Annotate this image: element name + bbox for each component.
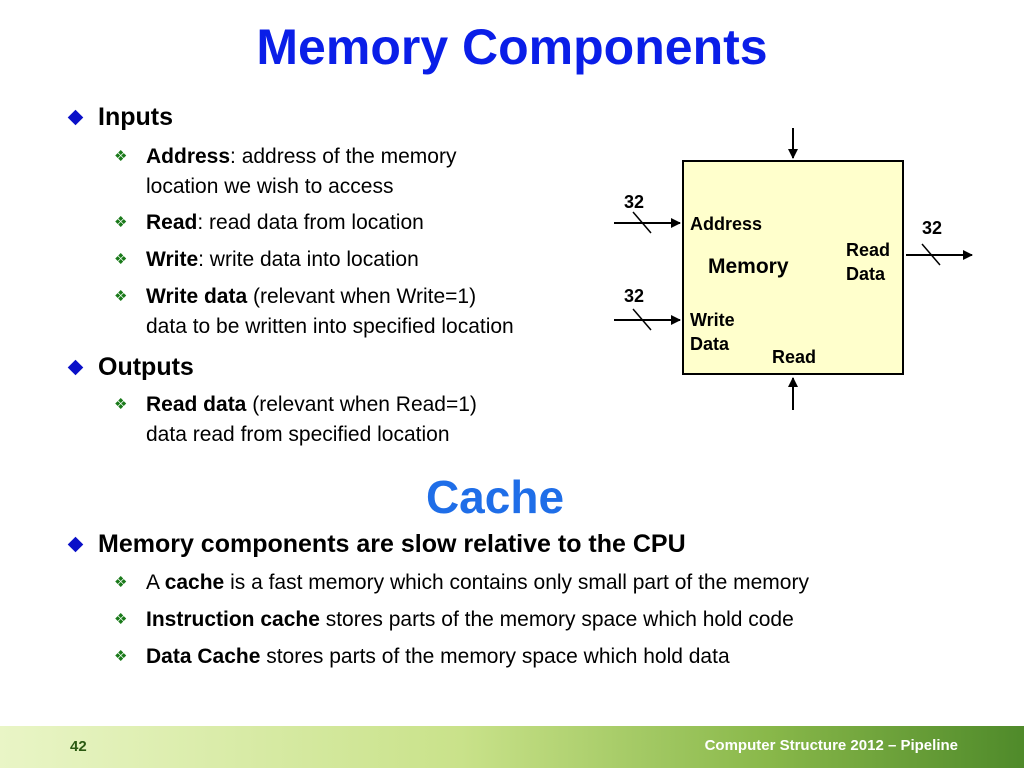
star-bullet-icon: ❖	[114, 396, 128, 413]
term: Address	[146, 145, 231, 168]
memory-label: Memory	[708, 255, 789, 278]
inputs-heading: Inputs	[66, 103, 173, 132]
list-item: ❖ Write: write data into location	[114, 245, 419, 275]
star-bullet-icon: ❖	[114, 611, 128, 628]
slide-footer: 42 Computer Structure 2012 – Pipeline	[0, 726, 1024, 768]
term: Read data	[146, 393, 247, 416]
read-data-port-label-2: Data	[846, 264, 886, 284]
term: Instruction cache	[146, 608, 320, 631]
address-bus-slash	[632, 211, 652, 234]
read-data-bus-width: 32	[922, 218, 943, 238]
item-text: : read data from location	[197, 211, 424, 234]
list-item: ❖ Address: address of the memory location…	[114, 142, 456, 202]
list-item: ❖ Read data (relevant when Read=1) data r…	[114, 390, 477, 450]
address-bus-width: 32	[624, 192, 645, 212]
term: Data Cache	[146, 645, 261, 668]
read-data-port-label-1: Read	[846, 240, 891, 260]
write-data-bus-width: 32	[624, 286, 645, 306]
inputs-heading-text: Inputs	[98, 103, 173, 131]
term: Write	[146, 248, 199, 271]
item-text: is a fast memory which contains only sma…	[224, 571, 809, 594]
star-bullet-icon: ❖	[114, 214, 128, 231]
item-text-line2: data to be written into specified locati…	[146, 315, 514, 338]
slide-title: Memory Components	[256, 19, 768, 75]
term: Read	[146, 211, 198, 234]
star-bullet-icon: ❖	[114, 648, 128, 665]
memory-block	[682, 160, 904, 375]
list-item: ❖ Data Cache stores parts of the memory …	[114, 642, 730, 672]
item-text: (relevant when Read=1)	[246, 393, 477, 416]
cache-main-bullet-text: Memory components are slow relative to t…	[98, 530, 686, 558]
write-data-port-label-1: Write	[690, 310, 735, 330]
item-text: (relevant when Write=1)	[247, 285, 477, 308]
write-data-port-label-2: Data	[690, 334, 730, 354]
list-item: ❖ Read: read data from location	[114, 208, 424, 238]
item-text: stores parts of the memory space which h…	[319, 608, 794, 631]
footer-course-title: Computer Structure 2012 – Pipeline	[704, 737, 958, 754]
cache-main-bullet: Memory components are slow relative to t…	[66, 530, 686, 559]
diamond-bullet-icon	[67, 536, 84, 553]
page-number: 42	[70, 738, 87, 755]
outputs-heading-text: Outputs	[98, 353, 194, 381]
star-bullet-icon: ❖	[114, 148, 128, 165]
read-data-bus-slash	[921, 243, 941, 266]
star-bullet-icon: ❖	[114, 251, 128, 268]
item-text-line2: data read from specified location	[146, 423, 450, 446]
outputs-heading: Outputs	[66, 353, 194, 382]
list-item: ❖ Instruction cache stores parts of the …	[114, 605, 794, 635]
list-item: ❖ Write data (relevant when Write=1) data…	[114, 282, 514, 342]
address-port-label: Address	[690, 214, 763, 234]
item-prefix: A	[146, 571, 165, 594]
star-bullet-icon: ❖	[114, 288, 128, 305]
term: cache	[164, 571, 225, 594]
item-text: stores parts of the memory space which h…	[260, 645, 730, 668]
list-item: ❖ A cache is a fast memory which contain…	[114, 568, 809, 598]
write-data-bus-slash	[632, 308, 652, 331]
term: Write data	[146, 285, 248, 308]
item-text: : address of the memory	[230, 145, 457, 168]
read-port-label: Read	[772, 347, 817, 367]
item-text-line2: location we wish to access	[146, 175, 394, 198]
cache-heading: Cache	[425, 471, 565, 523]
item-text: : write data into location	[198, 248, 419, 271]
star-bullet-icon: ❖	[114, 574, 128, 591]
